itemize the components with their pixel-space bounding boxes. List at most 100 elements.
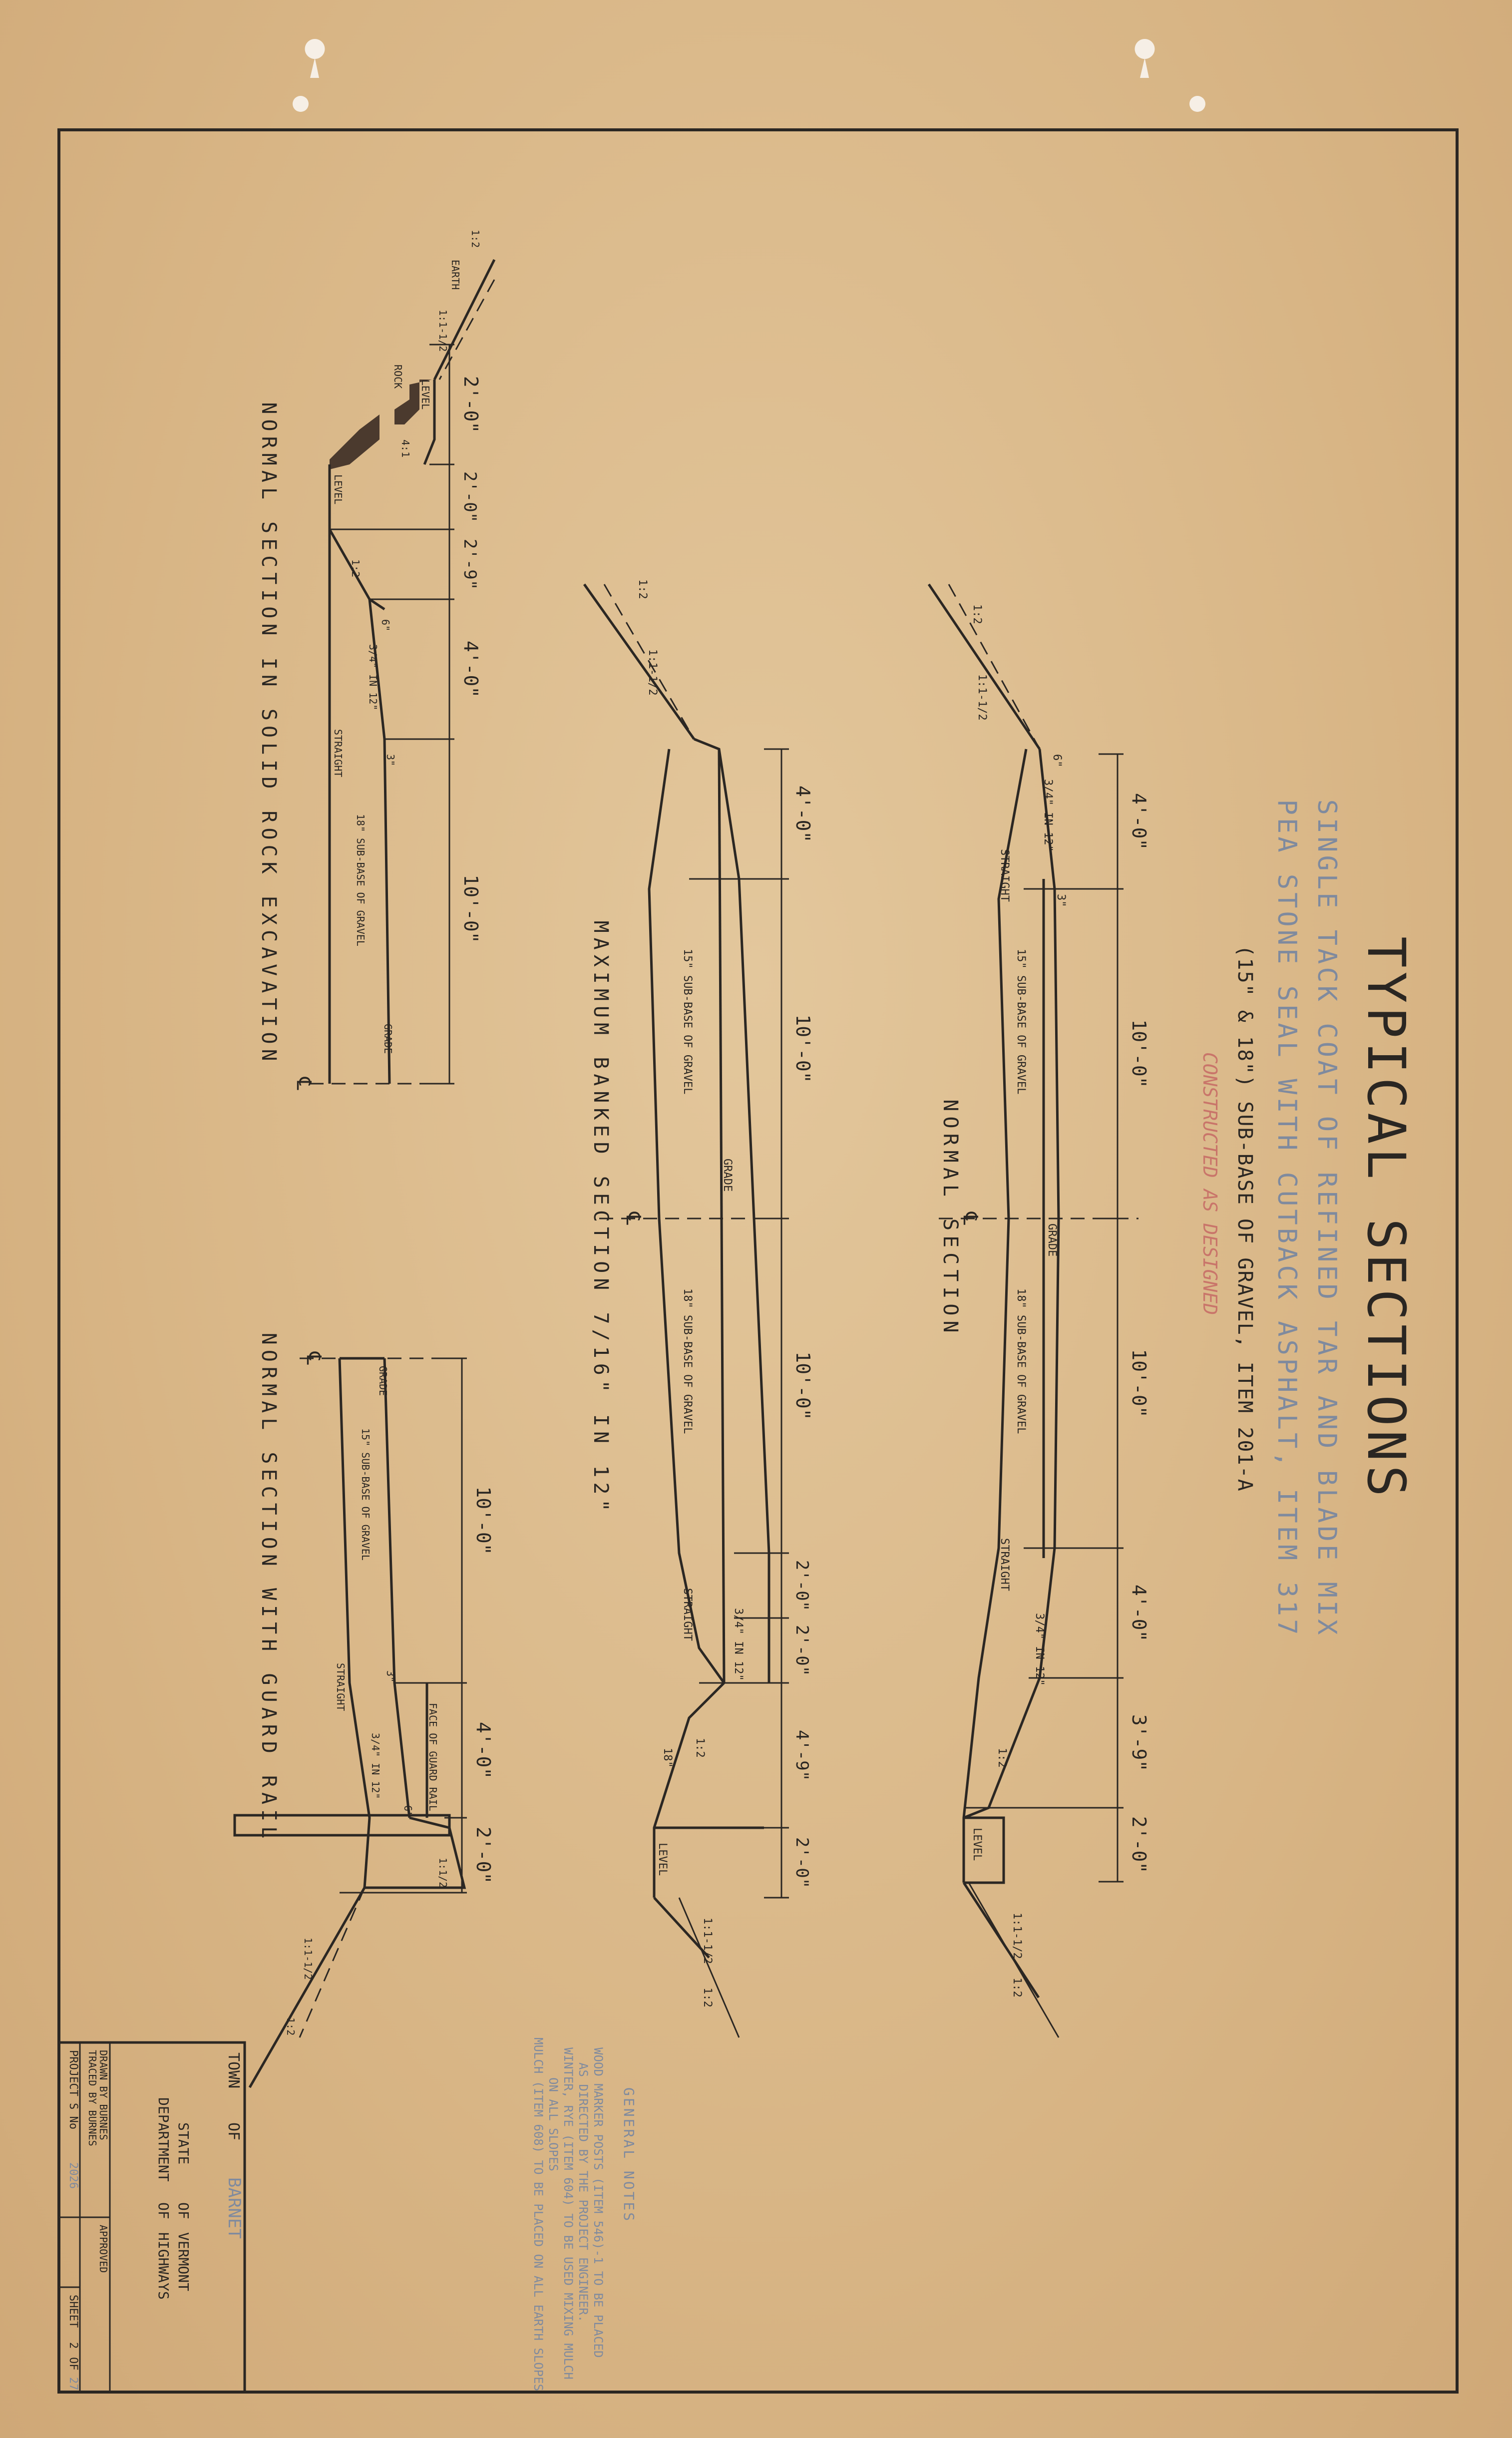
dim-banked-6: 4'-9"	[792, 1730, 812, 1781]
normal-rate-right: 3/4" IN 12"	[1033, 1613, 1046, 1686]
normal-grade: GRADE	[1046, 1223, 1058, 1256]
main-title: TYPICAL SECTIONS	[1356, 936, 1417, 1501]
banked-section	[583, 583, 794, 2038]
banked-level: LEVEL	[656, 1843, 669, 1876]
banked-inch18: 18"	[661, 1748, 674, 1768]
banked-slope-left: 1:2	[636, 579, 649, 599]
dim-normal-4: 4'-0"	[1128, 1585, 1150, 1641]
guard-section-title: NORMAL SECTION WITH GUARD RAIL	[257, 1333, 280, 1843]
guard-face: FACE OF GUARD RAIL	[427, 1703, 439, 1811]
title-group: TYPICAL SECTIONS SINGLE TACK COAT OF REF…	[1199, 800, 1417, 1638]
normal-centerline: ℄	[959, 1212, 982, 1225]
normal-straight-right: STRAIGHT	[998, 1538, 1011, 1591]
dim-guard-3: 2'-0"	[472, 1827, 494, 1884]
title-block: TOWN OF BARNET STATE OF VERMONT DEPARTME…	[57, 2041, 246, 2394]
title-line-2: PEA STONE SEAL WITH CUTBACK ASPHALT, ITE…	[1272, 800, 1302, 1638]
hole-right	[1189, 96, 1205, 112]
normal-subbase-left: 15" SUB-BASE OF GRAVEL	[1015, 949, 1027, 1094]
dim-rock-1: 2'-0"	[460, 376, 482, 433]
tb-of: OF	[225, 2122, 242, 2140]
tb-state: STATE	[175, 2122, 192, 2164]
banked-rate: 3/4" IN 12"	[732, 1608, 745, 1681]
tb-sheet-no: 2	[67, 2342, 79, 2349]
guard-straight: STRAIGHT	[335, 1663, 347, 1711]
dim-normal-6: 2'-0"	[1128, 1816, 1150, 1873]
punch-holes	[293, 39, 1205, 112]
dim-guard-1: 10'-0"	[472, 1486, 494, 1555]
normal-section-title: NORMAL SECTION	[939, 1099, 962, 1337]
rock-straight: STRAIGHT	[332, 729, 344, 777]
notes-heading: GENERAL NOTES	[621, 2087, 637, 2223]
dim-rock-2: 2'-0"	[460, 471, 480, 522]
guard-rail-post	[233, 1814, 451, 1837]
tb-of4: OF	[67, 2357, 79, 2371]
tb-of2: OF	[175, 2202, 192, 2219]
banked-section-texts: 4'-0" 10'-0" 10'-0" 2'-0" 2'-0" 4'-9" 2'…	[589, 579, 814, 2008]
guard-section-texts: 10'-0" 4'-0" 2'-0" NORMAL SECTION WITH G…	[257, 1333, 494, 2035]
tb-department: DEPARTMENT	[155, 2097, 172, 2182]
title-line-3: (15" & 18") SUB-BASE OF GRAVEL, ITEM 201…	[1233, 945, 1256, 1492]
tb-town: BARNET	[224, 2177, 244, 2239]
rock-subbase: 18" SUB-BASE OF GRAVEL	[355, 814, 367, 946]
tb-of3: OF	[155, 2202, 172, 2219]
normal-level: LEVEL	[971, 1828, 983, 1861]
normal-slope-right2: 1:1-1/2	[1011, 1913, 1023, 1959]
banked-slope-right3: 1:2	[701, 1988, 714, 2008]
banked-subbase-left: 15" SUB-BASE OF GRAVEL	[681, 949, 694, 1094]
banked-grade: GRADE	[721, 1159, 734, 1192]
banked-subbase-right: 18" SUB-BASE OF GRAVEL	[681, 1288, 694, 1434]
normal-slope-left2: 1:1-1/2	[976, 674, 988, 721]
rock-inch6: 6"	[379, 619, 391, 631]
tb-town-label: TOWN	[225, 2052, 242, 2088]
dim-rock-3: 2'-9"	[460, 539, 480, 590]
dim-banked-2: 10'-0"	[792, 1014, 814, 1083]
rock-quarter: 4:1	[399, 439, 411, 457]
guard-slope3: 1:2	[285, 2018, 297, 2035]
tb-project: PROJECT S No	[67, 2050, 79, 2129]
guard-centerline: ℄	[302, 1351, 325, 1365]
guard-grade: GRADE	[377, 1366, 389, 1396]
normal-inch6: 6"	[1051, 754, 1063, 768]
banked-slope-right: 1:2	[694, 1738, 706, 1758]
normal-slope-right: 1:2	[996, 1748, 1008, 1768]
banked-slope-left2: 1:1-1/2	[646, 649, 659, 696]
rock-slope1: 1:2	[469, 230, 481, 248]
title-line-1: SINGLE TACK COAT OF REFINED TAR AND BLAD…	[1312, 800, 1342, 1638]
banked-centerline: ℄	[622, 1212, 645, 1225]
rock-ledge	[330, 414, 379, 469]
rock-slope2: 1:1-1/2	[437, 310, 449, 352]
rock-inch3: 3"	[384, 754, 396, 766]
dim-normal-5: 3'-9"	[1128, 1714, 1150, 1771]
notes-line-4: ON ALL SLOPES	[546, 2077, 560, 2171]
guard-slope1: 1:1/2	[437, 1858, 449, 1888]
guard-inch6: 6"	[402, 1805, 414, 1817]
guard-rate: 3/4" IN 12"	[370, 1733, 381, 1799]
tb-highways: HIGHWAYS	[155, 2232, 172, 2300]
normal-rate-left: 3/4" IN 12"	[1042, 779, 1054, 852]
guard-subbase: 15" SUB-BASE OF GRAVEL	[360, 1428, 372, 1561]
banked-slope-right2: 1:1-1/2	[701, 1918, 714, 1964]
tb-traced-by: TRACED BY BURNES	[86, 2050, 98, 2146]
normal-slope-right3: 1:2	[1011, 1978, 1023, 1998]
hole-left	[293, 96, 309, 112]
notes-line-5: MULCH (ITEM 608) TO BE PLACED ON ALL EAR…	[531, 2037, 545, 2391]
dim-banked-3: 10'-0"	[792, 1351, 814, 1420]
dim-banked-4: 2'-0"	[792, 1560, 812, 1611]
dim-banked-1: 4'-0"	[792, 786, 814, 842]
keyhole-right	[1134, 39, 1155, 78]
dim-normal-1: 4'-0"	[1128, 793, 1150, 850]
rock-face	[394, 380, 432, 424]
tb-project-no: 2026	[67, 2162, 79, 2189]
dim-normal-3: 10'-0"	[1128, 1349, 1150, 1417]
rock-earth: EARTH	[449, 260, 461, 290]
tb-drawn-by: DRAWN BY BURNES	[97, 2050, 109, 2140]
rock-rock: ROCK	[392, 365, 404, 389]
normal-inch3: 3"	[1055, 894, 1067, 907]
notes-line-2: AS DIRECTED BY THE PROJECT ENGINEER.	[576, 2062, 590, 2322]
normal-section-texts: 4'-0" 10'-0" 10'-0" 4'-0" 3'-9" 2'-0" NO…	[939, 604, 1150, 1998]
guard-section	[233, 1357, 467, 2088]
dim-rock-4: 4'-0"	[460, 641, 482, 698]
rock-section-title: NORMAL SECTION IN SOLID ROCK EXCAVATION	[257, 402, 280, 1066]
